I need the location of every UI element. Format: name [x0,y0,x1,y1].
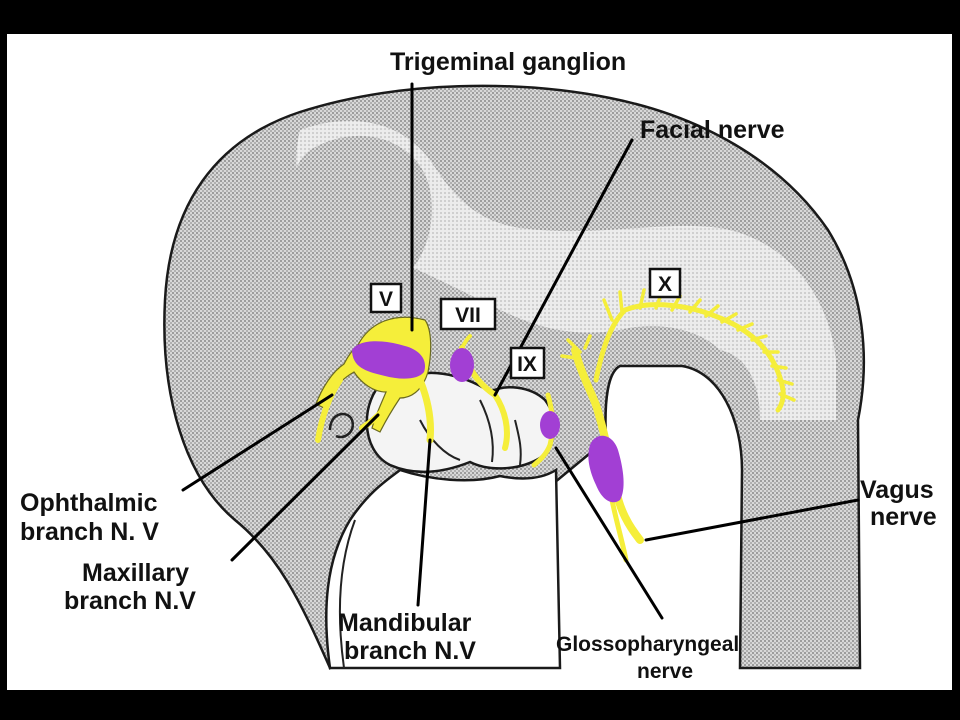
label-vagus-line2: nerve [870,503,937,531]
facial-ganglion-blob [450,348,474,382]
vagus-ganglion-blob [588,435,624,503]
label-ophthalmic-line2: branch N. V [20,518,159,546]
ganglia [352,341,624,503]
roman-label-ix: IX [517,353,537,376]
roman-box-ix: IX [509,346,546,380]
glossopharyngeal-nerve-branch [531,392,556,468]
label-maxillary-line2: branch N.V [64,587,196,615]
roman-label-v: V [379,288,393,311]
label-maxillary-line1: Maxillary [82,559,189,587]
label-trigeminal-ganglion: Trigeminal ganglion [390,48,626,76]
label-mandibular-line2: branch N.V [344,637,476,665]
glossopharyngeal-ganglion-blob [540,411,560,439]
roman-label-vii: VII [455,304,481,327]
label-ophthalmic-line1: Ophthalmic [20,489,158,517]
brain-region [296,120,836,420]
roman-box-x: X [648,267,682,299]
annotation-labels: Trigeminal ganglion Facial nerve Ophthal… [20,48,937,683]
label-glossopharyngeal-line2: nerve [637,660,693,683]
trigeminal-ganglion-blob [352,341,426,379]
roman-box-v: V [369,282,403,314]
label-glossopharyngeal-line1: Glossopharyngeal [556,633,739,656]
roman-box-vii: VII [439,297,497,331]
label-vagus-line1: Vagus [860,476,934,504]
roman-label-x: X [658,273,672,296]
label-mandibular-line1: Mandibular [338,609,472,637]
label-facial-nerve: Facial nerve [640,116,785,144]
